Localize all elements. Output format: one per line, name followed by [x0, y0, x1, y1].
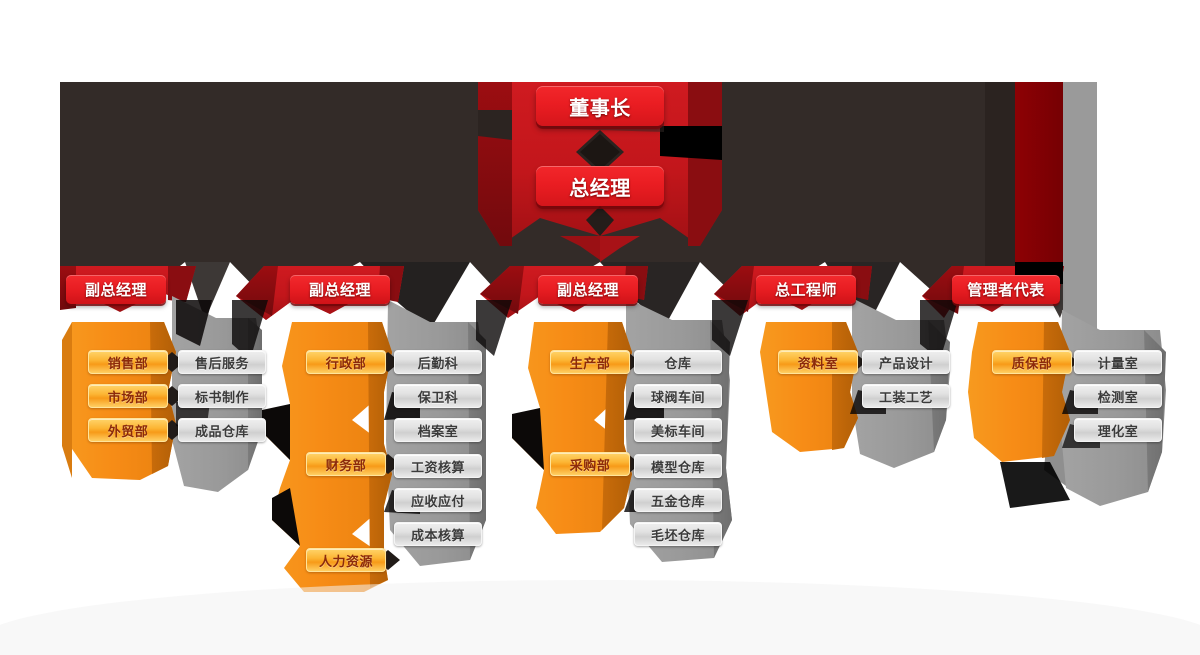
chip-sub-logistics[interactable]: 后勤科	[394, 350, 482, 374]
chip-head-col-3[interactable]: 副总经理	[538, 275, 638, 304]
chip-head-col-1[interactable]: 副总经理	[66, 275, 166, 304]
chip-dept-quality-assurance[interactable]: 质保部	[992, 350, 1072, 374]
chip-dept-finance[interactable]: 财务部	[306, 452, 386, 476]
chip-sub-tooling-process[interactable]: 工装工艺	[862, 384, 950, 408]
chip-head-col-5[interactable]: 管理者代表	[952, 275, 1060, 304]
chip-sub-model-warehouse[interactable]: 模型仓库	[634, 454, 722, 478]
chip-sub-warehouse[interactable]: 仓库	[634, 350, 722, 374]
chip-sub-receivable-payable[interactable]: 应收应付	[394, 488, 482, 512]
chip-dept-documentation[interactable]: 资料室	[778, 350, 858, 374]
chip-sub-cost-accounting[interactable]: 成本核算	[394, 522, 482, 546]
chip-sub-product-design[interactable]: 产品设计	[862, 350, 950, 374]
chip-dept-marketing[interactable]: 市场部	[88, 384, 168, 408]
chip-sub-bid-preparation[interactable]: 标书制作	[178, 384, 266, 408]
chip-sub-metrology-room[interactable]: 计量室	[1074, 350, 1162, 374]
chip-sub-hardware-warehouse[interactable]: 五金仓库	[634, 488, 722, 512]
chip-sub-inspection-room[interactable]: 检测室	[1074, 384, 1162, 408]
chip-sub-after-sales[interactable]: 售后服务	[178, 350, 266, 374]
chip-chairman[interactable]: 董事长	[536, 86, 664, 126]
chip-dept-human-resources[interactable]: 人力资源	[306, 548, 386, 572]
chip-head-col-4[interactable]: 总工程师	[756, 275, 856, 304]
chip-sub-ansi-workshop[interactable]: 美标车间	[634, 418, 722, 442]
chip-sub-blank-warehouse[interactable]: 毛坯仓库	[634, 522, 722, 546]
chip-dept-purchasing[interactable]: 采购部	[550, 452, 630, 476]
chip-dept-foreign-trade[interactable]: 外贸部	[88, 418, 168, 442]
chip-head-col-2[interactable]: 副总经理	[290, 275, 390, 304]
chip-dept-administration[interactable]: 行政部	[306, 350, 386, 374]
chip-sub-security[interactable]: 保卫科	[394, 384, 482, 408]
chip-sub-finished-goods-warehouse[interactable]: 成品仓库	[178, 418, 266, 442]
chip-sub-ball-valve-workshop[interactable]: 球阀车间	[634, 384, 722, 408]
chip-general-manager[interactable]: 总经理	[536, 166, 664, 206]
chip-sub-payroll[interactable]: 工资核算	[394, 454, 482, 478]
chip-dept-production[interactable]: 生产部	[550, 350, 630, 374]
chip-sub-archives[interactable]: 档案室	[394, 418, 482, 442]
chip-sub-physical-chemical-room[interactable]: 理化室	[1074, 418, 1162, 442]
chip-dept-sales[interactable]: 销售部	[88, 350, 168, 374]
